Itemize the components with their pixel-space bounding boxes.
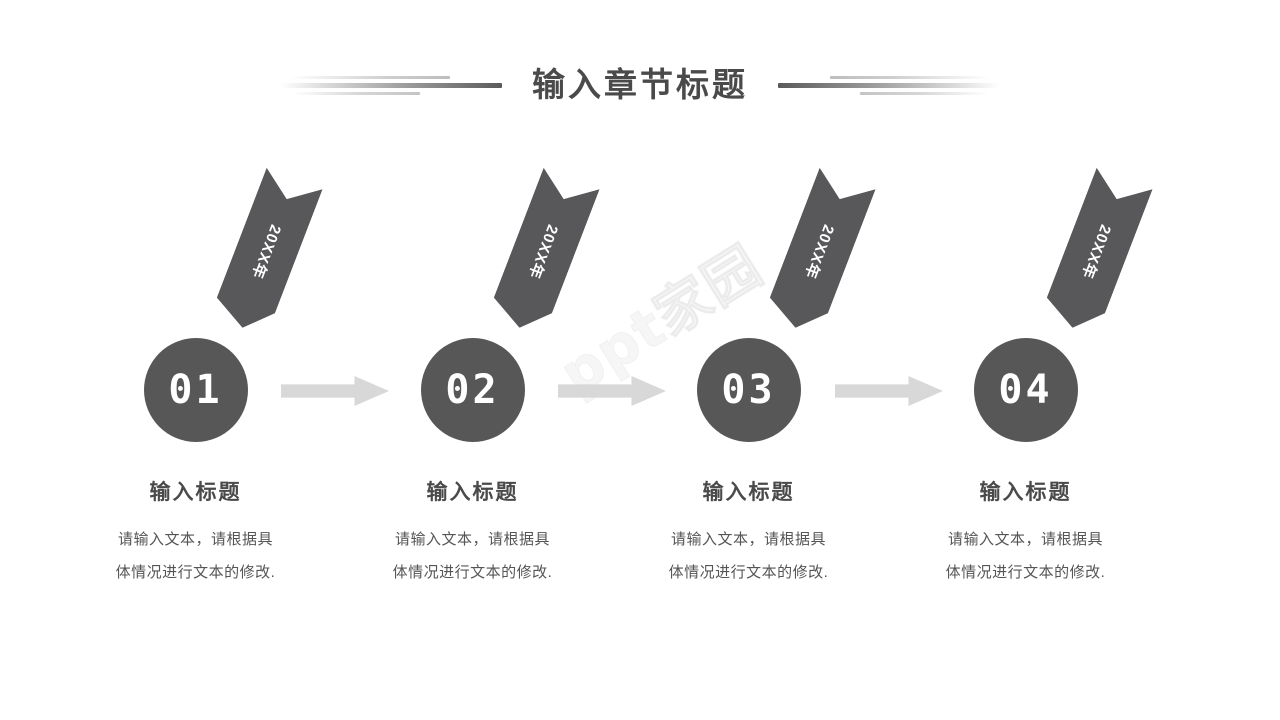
- step-number: 03: [721, 367, 776, 413]
- step-title: 输入标题: [979, 481, 1072, 504]
- step-circle-1[interactable]: 01: [143, 338, 248, 442]
- deco-line-thin-top: [830, 76, 990, 79]
- step-body-line-2: 体情况进行文本的修改.: [668, 564, 829, 581]
- step-number: 02: [445, 367, 500, 413]
- process-step-4[interactable]: 20XX年 04 输入标题 请输入文本，请根据具 体情况进行文本的修改.: [887, 0, 1164, 720]
- step-text-4: 输入标题 请输入文本，请根据具 体情况进行文本的修改.: [888, 482, 1164, 589]
- step-number: 04: [998, 367, 1053, 413]
- ribbon-label-text: 20XX年: [523, 222, 560, 282]
- ribbon-label-text: 20XX年: [246, 222, 283, 282]
- step-body: 请输入文本，请根据具 体情况进行文本的修改.: [335, 523, 611, 589]
- deco-line-thin-bottom: [292, 92, 420, 95]
- step-arrow-2: [558, 376, 666, 406]
- step-circle-3[interactable]: 03: [696, 338, 801, 442]
- deco-line-thick: [778, 83, 1000, 88]
- step-arrow-1: [281, 376, 389, 406]
- step-title: 输入标题: [426, 481, 519, 504]
- year-ribbon-1[interactable]: 20XX年: [209, 168, 322, 337]
- step-arrow-3: [835, 376, 943, 406]
- process-step-1[interactable]: 20XX年 01 输入标题 请输入文本，请根据具 体情况进行文本的修改.: [57, 0, 334, 720]
- step-text-3: 输入标题 请输入文本，请根据具 体情况进行文本的修改.: [611, 482, 887, 589]
- step-text-1: 输入标题 请输入文本，请根据具 体情况进行文本的修改.: [58, 482, 334, 589]
- step-body-line-1: 请输入文本，请根据具: [670, 531, 826, 548]
- step-body: 请输入文本，请根据具 体情况进行文本的修改.: [888, 523, 1164, 589]
- year-ribbon-4[interactable]: 20XX年: [1039, 168, 1152, 337]
- step-circle-4[interactable]: 04: [973, 338, 1078, 442]
- ribbon-label-text: 20XX年: [1076, 222, 1113, 282]
- step-body: 请输入文本，请根据具 体情况进行文本的修改.: [611, 523, 887, 589]
- step-body-line-2: 体情况进行文本的修改.: [392, 564, 553, 581]
- step-body-line-1: 请输入文本，请根据具: [947, 531, 1103, 548]
- process-step-3[interactable]: 20XX年 03 输入标题 请输入文本，请根据具 体情况进行文本的修改.: [610, 0, 887, 720]
- title-decoration-right: [774, 64, 1004, 104]
- ribbon-label: 20XX年: [762, 168, 875, 337]
- step-body-line-1: 请输入文本，请根据具: [117, 531, 273, 548]
- step-body-line-1: 请输入文本，请根据具: [394, 531, 550, 548]
- deco-line-thin-top: [290, 76, 450, 79]
- step-title: 输入标题: [149, 481, 242, 504]
- year-ribbon-3[interactable]: 20XX年: [762, 168, 875, 337]
- step-body-line-2: 体情况进行文本的修改.: [115, 564, 276, 581]
- step-number: 01: [168, 367, 223, 413]
- title-decoration-left: [276, 64, 506, 104]
- ribbon-label: 20XX年: [1039, 168, 1152, 337]
- step-title: 输入标题: [702, 481, 795, 504]
- step-body-line-2: 体情况进行文本的修改.: [945, 564, 1106, 581]
- deco-line-thick: [280, 83, 502, 88]
- ribbon-label-text: 20XX年: [799, 222, 836, 282]
- step-circle-2[interactable]: 02: [420, 338, 525, 442]
- deco-line-thin-bottom: [860, 92, 988, 95]
- ribbon-label: 20XX年: [486, 168, 599, 337]
- year-ribbon-2[interactable]: 20XX年: [486, 168, 599, 337]
- ribbon-label: 20XX年: [209, 168, 322, 337]
- page-title: 输入章节标题: [532, 65, 748, 103]
- step-body: 请输入文本，请根据具 体情况进行文本的修改.: [58, 523, 334, 589]
- step-text-2: 输入标题 请输入文本，请根据具 体情况进行文本的修改.: [335, 482, 611, 589]
- slide-title-bar: 输入章节标题: [0, 56, 1280, 112]
- process-step-2[interactable]: 20XX年 02 输入标题 请输入文本，请根据具 体情况进行文本的修改.: [334, 0, 611, 720]
